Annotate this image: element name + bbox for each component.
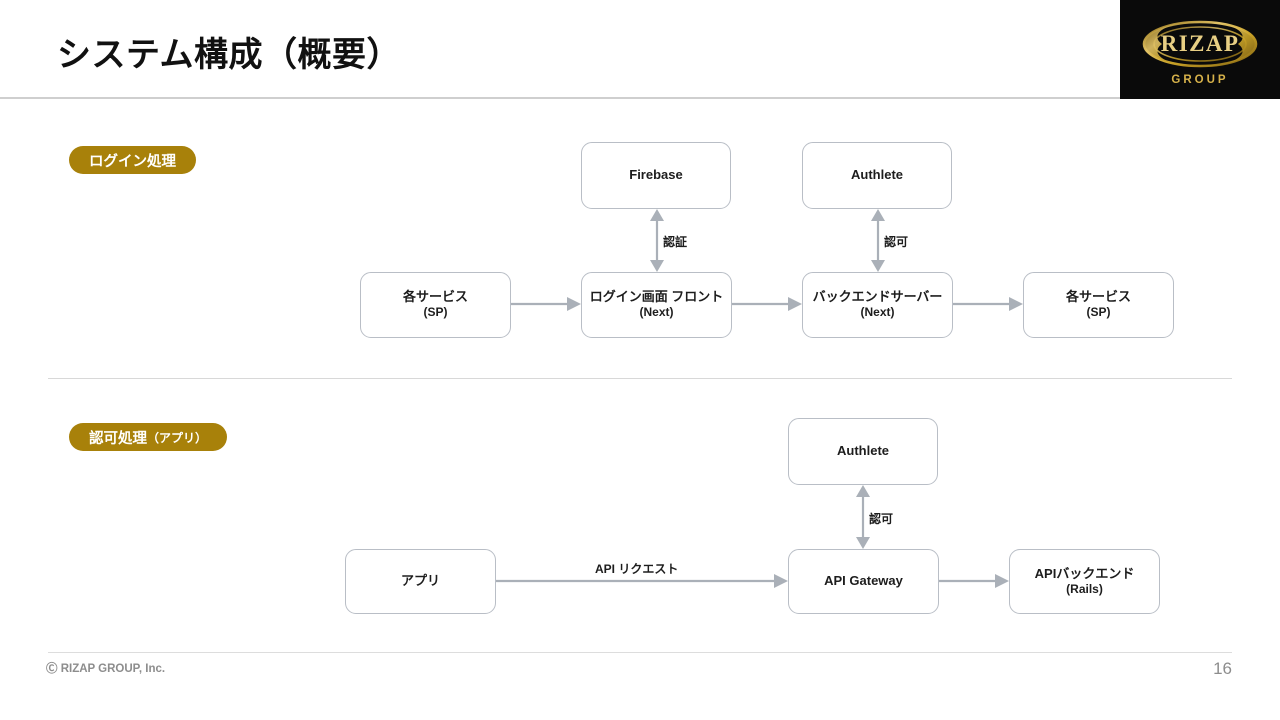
connector-app-gateway bbox=[496, 574, 788, 588]
node-backend-server-label: バックエンドサーバー bbox=[812, 289, 943, 305]
page-number: 16 bbox=[1213, 659, 1232, 678]
node-service-sp-left-label: 各サービス bbox=[402, 289, 468, 305]
connector-loginfront-firebase bbox=[648, 209, 666, 272]
edge-label-authz-login: 認可 bbox=[884, 235, 909, 249]
rizap-group-logo: RIZAP GROUP bbox=[1120, 0, 1280, 99]
node-api-backend-label: APIバックエンド bbox=[1034, 565, 1135, 581]
node-api-backend-sublabel: (Rails) bbox=[1066, 581, 1103, 596]
node-authlete-app[interactable]: Authlete bbox=[788, 418, 938, 485]
node-authlete-login[interactable]: Authlete bbox=[802, 142, 952, 209]
connector-gateway-authlete bbox=[854, 485, 872, 549]
edge-label-auth: 認証 bbox=[663, 235, 688, 249]
node-service-sp-left[interactable]: 各サービス (SP) bbox=[360, 272, 511, 338]
edge-label-authz-app: 認可 bbox=[869, 512, 894, 526]
section-divider bbox=[48, 378, 1232, 379]
connector-loginfront-backend bbox=[732, 297, 802, 311]
node-service-sp-right-sublabel: (SP) bbox=[1086, 305, 1111, 320]
section-badge-authz: 認可処理（アプリ） bbox=[69, 423, 228, 451]
node-backend-server[interactable]: バックエンドサーバー (Next) bbox=[802, 272, 953, 338]
section-badge-authz-label: 認可処理 bbox=[89, 430, 147, 447]
section-badge-authz-sublabel: （アプリ） bbox=[147, 430, 208, 445]
node-api-gateway[interactable]: API Gateway bbox=[788, 549, 939, 614]
connector-backend-authlete bbox=[869, 209, 887, 272]
slide-header: システム構成（概要） RIZAP GROUP bbox=[0, 0, 1280, 99]
node-app[interactable]: アプリ bbox=[345, 549, 496, 614]
node-authlete-login-label: Authlete bbox=[851, 167, 903, 183]
connector-gateway-apibackend bbox=[939, 574, 1009, 588]
node-firebase[interactable]: Firebase bbox=[581, 142, 731, 209]
node-login-front-sublabel: (Next) bbox=[639, 305, 674, 320]
node-api-gateway-label: API Gateway bbox=[824, 573, 903, 589]
node-service-sp-right[interactable]: 各サービス (SP) bbox=[1023, 272, 1174, 338]
svg-text:RIZAP: RIZAP bbox=[1161, 31, 1240, 56]
footer-divider bbox=[48, 652, 1232, 653]
connector-spleft-loginfront bbox=[511, 297, 581, 311]
footer-copyright: Ⓒ RIZAP GROUP, Inc. bbox=[46, 663, 166, 675]
connector-backend-spright bbox=[953, 297, 1023, 311]
rizap-logo-mark: RIZAP bbox=[1142, 20, 1258, 68]
node-service-sp-right-label: 各サービス bbox=[1065, 289, 1131, 305]
node-firebase-label: Firebase bbox=[629, 167, 683, 183]
page-title: システム構成（概要） bbox=[57, 36, 401, 74]
edge-label-api-request: API リクエスト bbox=[595, 562, 679, 576]
node-login-front[interactable]: ログイン画面 フロント (Next) bbox=[581, 272, 732, 338]
node-login-front-label: ログイン画面 フロント bbox=[589, 289, 724, 305]
node-authlete-app-label: Authlete bbox=[837, 443, 889, 459]
node-service-sp-left-sublabel: (SP) bbox=[423, 305, 448, 320]
node-api-backend[interactable]: APIバックエンド (Rails) bbox=[1009, 549, 1160, 614]
section-badge-login: ログイン処理 bbox=[69, 146, 196, 174]
node-backend-server-sublabel: (Next) bbox=[860, 305, 895, 320]
node-app-label: アプリ bbox=[400, 573, 440, 589]
section-badge-login-label: ログイン処理 bbox=[89, 153, 176, 170]
logo-subtitle: GROUP bbox=[1171, 74, 1229, 86]
